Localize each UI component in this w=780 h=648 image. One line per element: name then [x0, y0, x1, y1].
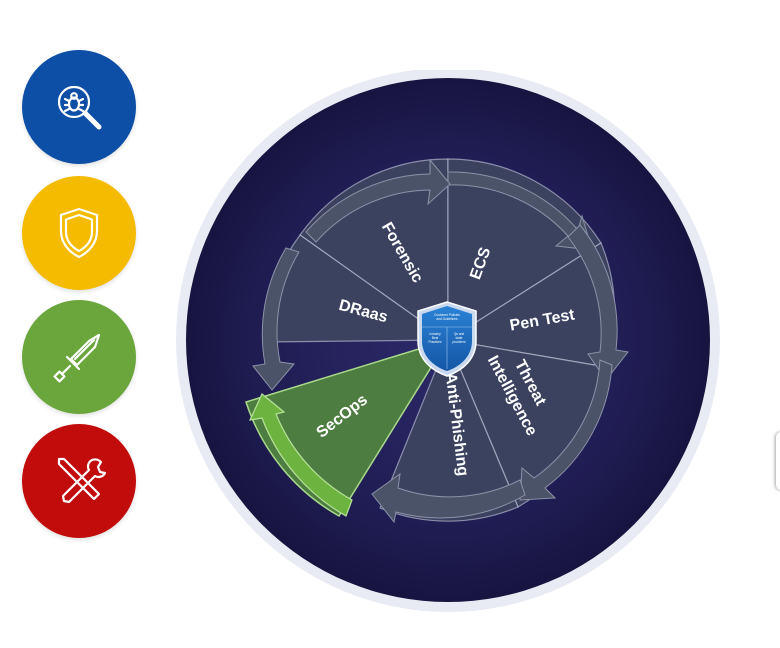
wheel-diagram: Forensic ECS Pen Test Threat Intelligenc… — [176, 70, 720, 612]
hub-shield: Customer Policies and Guidelines Industr… — [417, 301, 477, 377]
tools-icon[interactable] — [22, 424, 136, 538]
hub-left-line3: Practices — [428, 340, 442, 344]
cycle-arrows — [252, 158, 629, 524]
hub-right-line3: providers — [452, 340, 466, 344]
shield-icon[interactable] — [22, 176, 136, 290]
hub-left-line2: Best — [432, 336, 438, 340]
security-services-wheel: Forensic ECS Pen Test Threat Intelligenc… — [175, 70, 735, 630]
hub-top-line1: Customer Policies — [434, 313, 460, 317]
hub-top-line2: and Guidelines — [436, 317, 458, 321]
segment-ecs[interactable] — [447, 158, 602, 342]
bug-search-icon[interactable] — [22, 50, 136, 164]
secops-arrow — [248, 393, 353, 517]
sword-icon[interactable] — [22, 300, 136, 414]
hub-right-line1: Qs and — [454, 332, 465, 336]
edge-handle[interactable] — [776, 432, 780, 490]
hub-right-line2: state — [456, 336, 463, 340]
hub-left-line1: Industry — [429, 332, 441, 336]
